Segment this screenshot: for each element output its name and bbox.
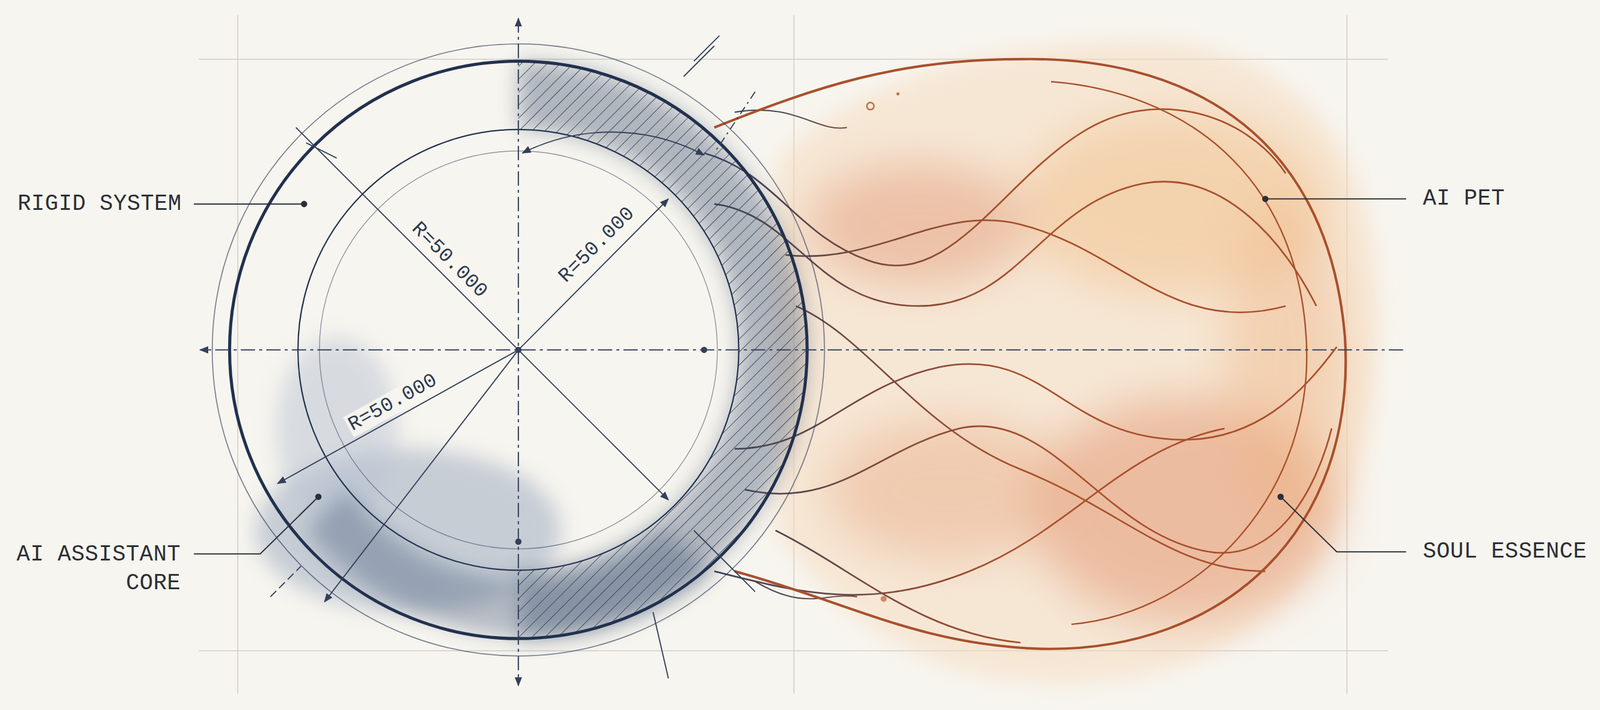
construction-grid-part	[237, 15, 239, 694]
leader-lines-part	[315, 494, 321, 500]
dimension-lines-part	[693, 35, 720, 61]
part-label: AI PET	[1420, 184, 1508, 213]
part-label: SOUL ESSENCE	[1420, 537, 1590, 566]
part-label: AI ASSISTANT CORE	[4, 540, 183, 599]
part-label: RIGID SYSTEM	[15, 189, 185, 219]
leader-lines-part	[1265, 198, 1406, 200]
flow-lines-part	[714, 428, 1225, 596]
dimension-label: R=50.000	[553, 201, 642, 290]
leader-lines-part	[1280, 496, 1406, 552]
leader-lines-part	[301, 201, 307, 208]
leader-lines-part	[1278, 494, 1284, 500]
flow-lines-part	[785, 220, 1287, 313]
orange-wash-part	[896, 92, 900, 96]
soul-outline	[714, 59, 1347, 650]
flow-lines-part	[714, 181, 1317, 307]
flow-lines-part	[754, 581, 857, 600]
centre-axes-part	[701, 347, 707, 353]
leader-lines-part	[194, 203, 305, 205]
orange-wash-part	[826, 418, 1072, 562]
dimension-lines-part	[324, 350, 519, 603]
dimension-lines-part	[270, 566, 301, 598]
leader-lines-part	[1262, 196, 1269, 202]
orange-wash-part	[775, 41, 1379, 685]
leader-lines	[194, 196, 1407, 555]
dimension-lines-part	[306, 143, 337, 159]
dimension-lines-part	[522, 131, 705, 155]
centre-axes-part	[200, 349, 1403, 351]
orange-wash-part	[866, 102, 874, 110]
flow-lines	[703, 109, 1337, 643]
orange-wash-part	[805, 163, 1031, 286]
dimension-lines-part	[652, 612, 669, 679]
flow-lines-part	[775, 530, 1021, 643]
dimension-lines-part	[277, 350, 519, 484]
dimension-lines	[270, 35, 755, 679]
orange-wash-part	[880, 595, 887, 602]
soul-outline-part	[714, 59, 1347, 650]
dimension-lines-part	[518, 198, 669, 351]
dimension-lines-part	[296, 127, 669, 500]
flow-lines-part	[734, 347, 1337, 450]
dimension-lines-part	[683, 45, 715, 77]
centre-axes-part	[515, 539, 521, 545]
construction-grid	[198, 15, 1388, 694]
orange-wash	[775, 41, 1379, 685]
dimension-label: R=50.000	[405, 216, 494, 305]
centre-axes	[200, 18, 1403, 686]
soul-outline-part	[1051, 81, 1307, 625]
dimension-lines-part	[693, 530, 755, 592]
leader-lines-part	[194, 496, 319, 554]
dimension-lines-part	[714, 92, 756, 154]
